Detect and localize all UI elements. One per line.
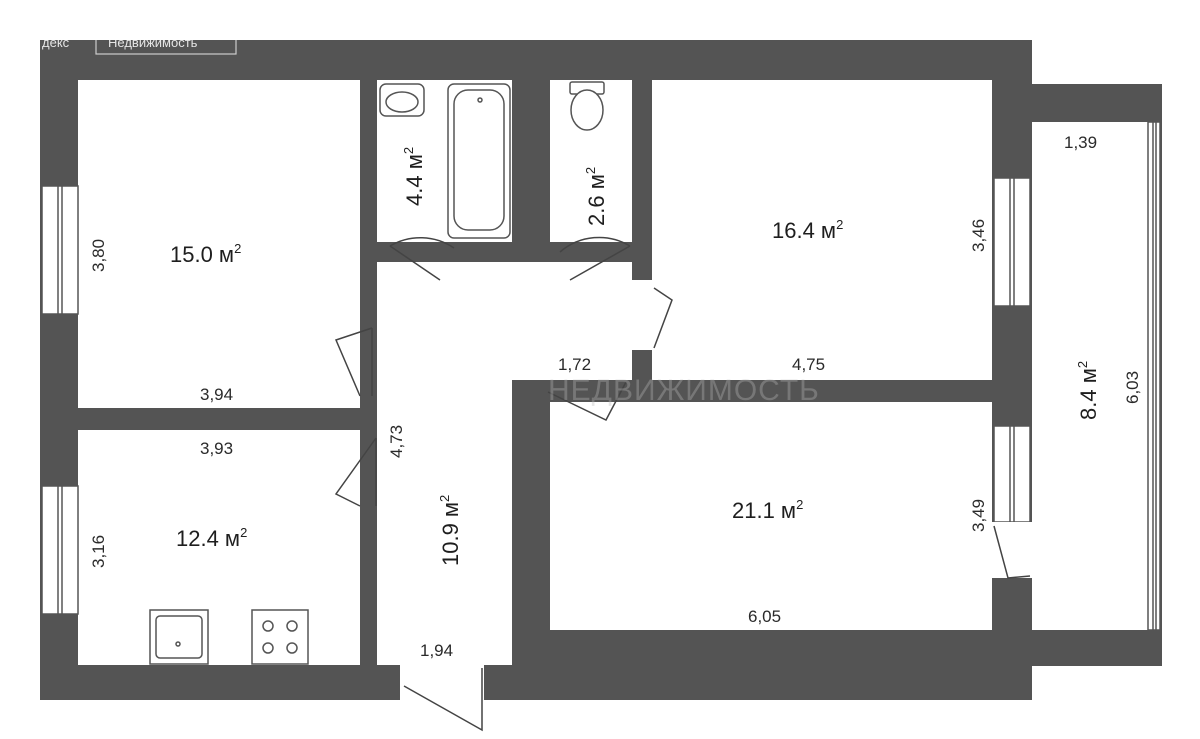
door-toilet <box>559 236 631 281</box>
room-floors <box>78 80 1148 665</box>
door-room-right-top <box>653 287 673 349</box>
dim-corridor-width: 1,72 <box>558 355 591 374</box>
room-floor-balcony <box>1032 122 1148 630</box>
dim-kitchen-height: 3,16 <box>89 535 108 568</box>
dim-room-top-width: 4,75 <box>792 355 825 374</box>
dimension-labels: 3,80 3,94 3,93 3,16 4,73 1,94 1,72 3,46 … <box>89 133 1142 660</box>
door-bedroom-left <box>334 327 373 397</box>
dim-hallway-door-width: 1,94 <box>420 641 453 660</box>
toilet-bowl <box>570 89 604 131</box>
door-kitchen <box>334 437 377 507</box>
window-kitchen <box>41 485 79 615</box>
area-label-room-right-bottom: 21.1 м2 <box>732 497 803 523</box>
dim-balcony-length: 6,03 <box>1123 371 1142 404</box>
room-floor-hallway <box>377 262 632 665</box>
watermark-brand-fragment: декс <box>42 35 70 50</box>
area-label-hallway: 10.9 м2 <box>437 495 463 566</box>
room-floor-room-right-bottom <box>550 402 992 630</box>
room-floor-bedroom-left <box>78 80 360 408</box>
dim-hallway-length: 4,73 <box>387 425 406 458</box>
bathtub-inner <box>453 89 505 231</box>
door-entrance <box>403 668 483 732</box>
watermark-center: НЕДВИЖИМОСТЬ <box>548 374 820 407</box>
area-label-toilet: 2.6 м2 <box>583 167 609 226</box>
window-room-right-bottom <box>993 425 1031 523</box>
kitchen-stove <box>251 609 309 665</box>
fixtures <box>149 81 605 665</box>
area-labels: 15.0 м2 12.4 м2 4.4 м2 2.6 м2 10.9 м2 16… <box>170 147 1101 566</box>
door-bathroom <box>389 236 455 281</box>
dim-bedroom-left-width: 3,94 <box>200 385 233 404</box>
area-label-room-right-top: 16.4 м2 <box>772 217 843 243</box>
entrance-opening <box>400 665 484 705</box>
room-floor-room-right-top <box>652 80 992 380</box>
window-room-right-top <box>993 177 1031 307</box>
stove-burners <box>262 620 298 654</box>
dim-kitchen-width: 3,93 <box>200 439 233 458</box>
dim-bedroom-left-height: 3,80 <box>89 239 108 272</box>
balcony-glazing <box>1147 121 1161 631</box>
dim-room-bottom-width: 6,05 <box>748 607 781 626</box>
dim-balcony-width: 1,39 <box>1064 133 1097 152</box>
watermark: декс Недвижимость НЕДВИЖИМОСТЬ <box>42 29 820 407</box>
doors <box>334 236 1031 732</box>
room-floor-kitchen <box>78 430 360 665</box>
watermark-brand-box <box>95 29 237 55</box>
area-label-balcony: 8.4 м2 <box>1075 361 1101 420</box>
area-label-kitchen: 12.4 м2 <box>176 525 247 551</box>
window-bedroom-left <box>41 185 79 315</box>
area-label-bedroom-left: 15.0 м2 <box>170 241 241 267</box>
balcony-door-opening <box>992 522 1032 578</box>
watermark-brand-label: Недвижимость <box>108 35 198 50</box>
dim-room-bottom-height: 3,49 <box>969 499 988 532</box>
dim-room-top-height: 3,46 <box>969 219 988 252</box>
door-room-right-bottom <box>547 381 627 421</box>
door-balcony <box>993 525 1031 579</box>
windows <box>41 121 1161 631</box>
area-label-bathroom: 4.4 м2 <box>401 147 427 206</box>
